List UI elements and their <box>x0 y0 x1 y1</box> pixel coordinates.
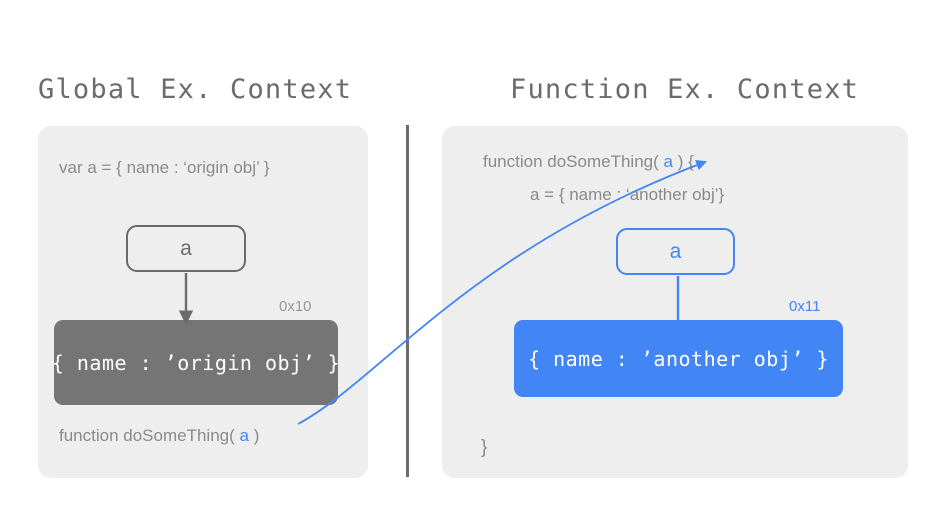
global-object-address: 0x10 <box>279 298 312 315</box>
function-variable-box: a <box>616 228 735 275</box>
function-signature: function doSomeThing( a ) { <box>483 152 694 172</box>
function-signature-suffix: ) { <box>672 152 694 171</box>
function-object-box-text: { name : ’another obj’ } <box>528 346 829 371</box>
context-divider <box>406 125 409 477</box>
global-function-call-prefix: function doSomeThing( <box>59 426 240 445</box>
function-closing-brace: } <box>481 437 488 458</box>
global-context-title: Global Ex. Context <box>38 74 353 105</box>
function-object-address: 0x11 <box>789 298 821 315</box>
global-function-call-argument: a <box>239 426 249 445</box>
global-variable-box: a <box>126 225 246 272</box>
global-function-call-suffix: ) <box>248 426 260 445</box>
global-object-box: { name : ’origin obj’ } <box>51 320 341 405</box>
function-context-title: Function Ex. Context <box>510 74 860 105</box>
function-signature-parameter: a <box>663 152 673 171</box>
function-assignment-statement: a = { name : ‘another obj’} <box>530 185 725 204</box>
global-variable-declaration: var a = { name : ‘origin obj’ } <box>59 158 270 177</box>
function-variable-box-label: a <box>669 239 682 263</box>
function-context-panel <box>442 126 908 478</box>
global-function-call: function doSomeThing( a ) <box>59 426 259 446</box>
global-variable-box-label: a <box>180 236 192 260</box>
function-object-box: { name : ’another obj’ } <box>514 320 843 397</box>
global-object-box-text: { name : ’origin obj’ } <box>51 350 341 375</box>
function-signature-prefix: function doSomeThing( <box>483 152 664 171</box>
